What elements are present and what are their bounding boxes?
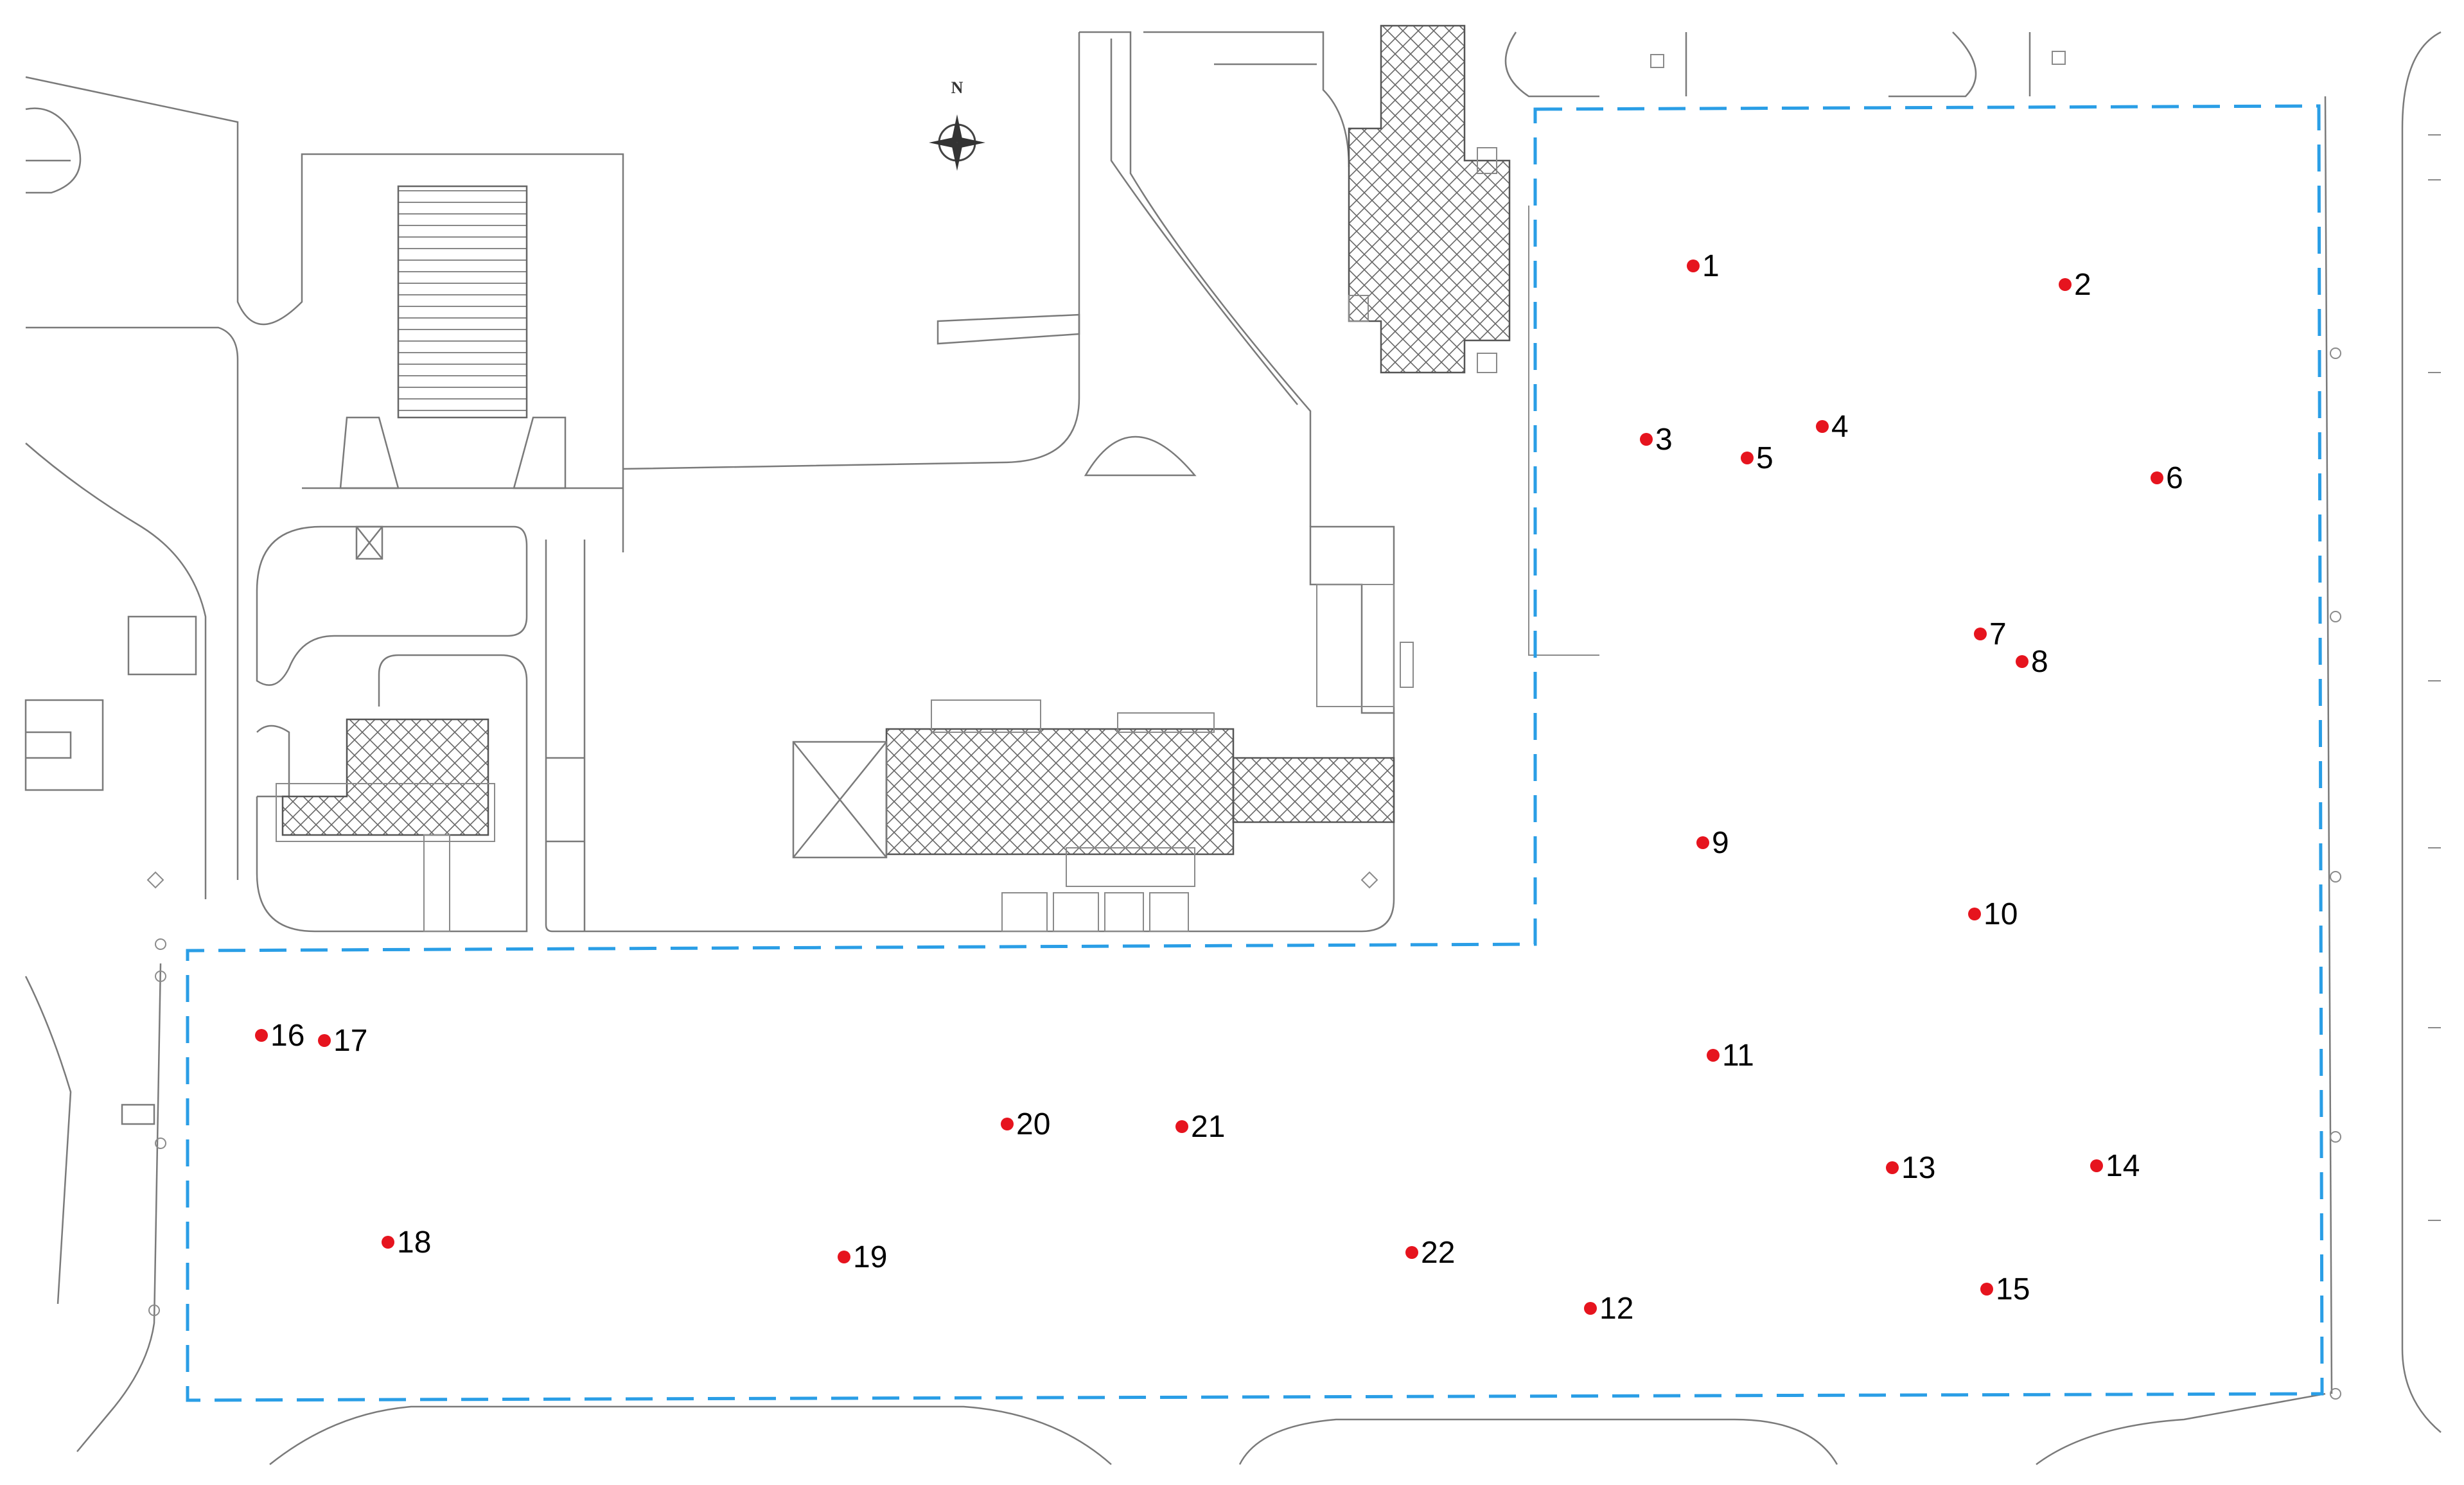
sampling-point: 3	[1640, 423, 1673, 457]
sampling-point-label: 10	[1984, 897, 2018, 931]
sampling-point-dot	[1886, 1161, 1899, 1174]
sampling-point: 6	[2151, 461, 2183, 495]
sampling-point-dot	[1974, 628, 1987, 640]
sampling-point: 18	[382, 1226, 431, 1260]
sampling-point: 1	[1687, 249, 1720, 283]
sampling-point-dot	[1175, 1120, 1188, 1133]
sampling-point: 11	[1707, 1039, 1754, 1073]
sampling-point: 19	[838, 1240, 887, 1274]
sampling-point-label: 8	[2031, 645, 2048, 679]
sampling-point: 12	[1584, 1292, 1633, 1326]
sampling-point-label: 9	[1712, 826, 1729, 860]
sampling-point-dot	[1816, 420, 1829, 433]
sampling-point: 4	[1816, 410, 1849, 444]
sampling-point-label: 1	[1702, 249, 1720, 283]
sampling-point: 14	[2090, 1149, 2140, 1183]
sampling-point-dot	[1584, 1302, 1597, 1315]
sampling-point: 2	[2059, 268, 2091, 302]
sampling-point-label: 2	[2074, 268, 2091, 302]
sampling-point-dot	[838, 1251, 850, 1263]
sampling-point-dot	[255, 1029, 268, 1042]
sampling-point-dot	[1001, 1118, 1014, 1130]
sampling-point-label: 14	[2106, 1149, 2140, 1183]
sampling-point: 20	[1001, 1107, 1050, 1141]
north-arrow-icon	[929, 114, 985, 171]
sampling-point: 17	[318, 1024, 367, 1058]
sampling-point-dot	[382, 1236, 394, 1249]
sampling-point-label: 16	[270, 1019, 304, 1053]
sampling-point-label: 12	[1599, 1292, 1633, 1326]
sampling-point-label: 15	[1996, 1272, 2030, 1306]
hatched-building-west	[281, 718, 489, 836]
sampling-point: 10	[1968, 897, 2018, 931]
north-label: N	[951, 78, 964, 97]
sampling-point: 21	[1175, 1110, 1225, 1144]
sampling-point-label: 22	[1421, 1236, 1455, 1270]
study-area-boundary	[186, 104, 2324, 1402]
sampling-point-label: 11	[1722, 1039, 1754, 1073]
sampling-point-dot	[2059, 278, 2072, 291]
sampling-point-label: 19	[853, 1240, 887, 1274]
sampling-point-label: 4	[1831, 410, 1849, 444]
sampling-point: 13	[1886, 1151, 1935, 1185]
sampling-point-dot	[2016, 655, 2028, 668]
sampling-point: 8	[2016, 645, 2048, 679]
hatched-building-north	[1348, 24, 1511, 374]
striped-roof-building	[397, 185, 528, 419]
sampling-point-dot	[2090, 1159, 2103, 1172]
hatched-building-central	[885, 728, 1235, 856]
sampling-point: 22	[1405, 1236, 1455, 1270]
sampling-point-label: 20	[1016, 1107, 1050, 1141]
sampling-point-dot	[1968, 908, 1981, 920]
sampling-point-label: 18	[397, 1226, 431, 1260]
sampling-point-label: 17	[333, 1024, 367, 1058]
sampling-point: 15	[1980, 1272, 2030, 1306]
sampling-point-label: 21	[1191, 1110, 1225, 1144]
sampling-point-dot	[1741, 452, 1754, 464]
sampling-point-label: 7	[1989, 617, 2007, 651]
sampling-point-label: 3	[1655, 423, 1673, 457]
sampling-point: 9	[1696, 826, 1729, 860]
sampling-point: 16	[255, 1019, 304, 1053]
sampling-point-dot	[318, 1034, 331, 1047]
sampling-point-label: 6	[2166, 461, 2183, 495]
sampling-point-dot	[2151, 471, 2163, 484]
sampling-point-dot	[1405, 1246, 1418, 1259]
sampling-point-dot	[1687, 259, 1700, 272]
base-linework	[24, 24, 2442, 1466]
sampling-point: 5	[1741, 441, 1773, 475]
sampling-point-dot	[1696, 836, 1709, 849]
sampling-point-dot	[1980, 1283, 1993, 1296]
sampling-point-label: 5	[1756, 441, 1773, 475]
sampling-point-label: 13	[1901, 1151, 1935, 1185]
sampling-point-dot	[1640, 433, 1653, 446]
sampling-point: 7	[1974, 617, 2007, 651]
sampling-point-dot	[1707, 1049, 1720, 1062]
